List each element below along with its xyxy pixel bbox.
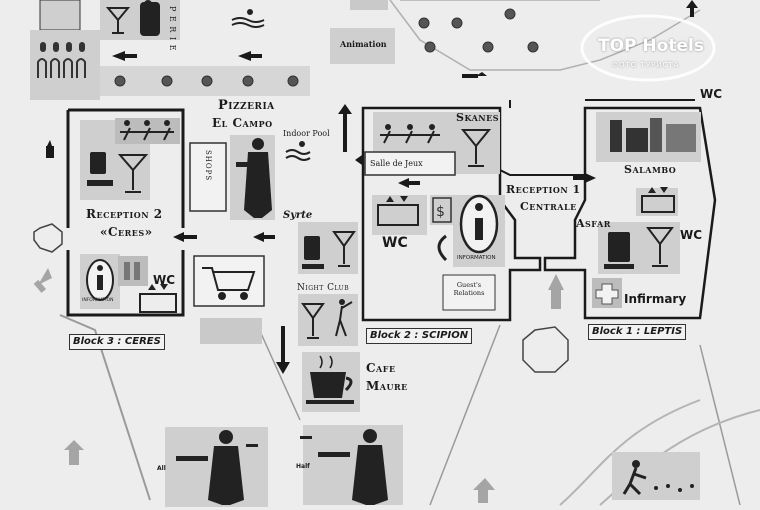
animation-label: Animation (340, 39, 387, 49)
wc-label-top: WC (700, 87, 723, 101)
shopping-cart-icon (202, 267, 256, 300)
cocktail-icon-asfar (646, 227, 674, 267)
waiter-icon-elcampo (236, 138, 272, 218)
cafe-label: Cafe (366, 361, 396, 375)
pool-outline (389, 0, 701, 71)
animation-box (330, 28, 395, 64)
waiter-icon-top (140, 0, 160, 36)
swimmer-icon (231, 9, 265, 28)
block1-tag: Block 1 : LEPTIS (588, 324, 687, 340)
guests-relations-label: Guest's Relations (446, 281, 492, 298)
wc-person-icon (124, 262, 140, 280)
salle-de-jeux-label: Salle de Jeux (370, 159, 423, 168)
shops-label: SHOPS (204, 150, 212, 182)
cocktail-icon-syrte (332, 231, 356, 267)
syrte-label: Syrte (283, 210, 313, 221)
waiter-icon-half (300, 429, 388, 505)
lift-icon-b1 (641, 187, 675, 213)
info-icon-b2 (459, 194, 499, 254)
block3-lower-wall (66, 250, 185, 317)
wc-label-ceres: WC (153, 273, 176, 287)
octagon-center (522, 326, 569, 373)
perie-label: P E R I E (168, 6, 177, 52)
guest-relations-outline (442, 274, 496, 311)
walkway-left-edge (59, 314, 151, 501)
svg-text:$: $ (436, 204, 445, 220)
salambo-building-icon (610, 118, 696, 152)
kids-icon-skanes (380, 124, 440, 144)
waiter-icon-all (176, 430, 258, 505)
block3-tag: Block 3 : CERES (69, 334, 165, 350)
beach-edge (559, 399, 701, 506)
pool-dots (418, 8, 539, 53)
maure-label: Maure (366, 379, 408, 393)
all-label: All (157, 465, 166, 472)
top-left-box (39, 0, 81, 31)
kids-icon-ceres (120, 120, 174, 141)
walkway-mid-right-edge (429, 324, 501, 506)
block2-tag: Block 2 : SCIPION (366, 328, 473, 344)
pizzeria-label: Pizzeria (218, 98, 275, 113)
block3-upper-wall (66, 108, 185, 228)
gray-arrows (33, 268, 564, 503)
half-label: Half (296, 463, 310, 470)
el-campo-label: El Campo (212, 116, 273, 130)
night-club-label: Night Club (297, 283, 350, 293)
walkway-right-edge (699, 344, 741, 506)
infirmary-cross-icon (595, 283, 619, 305)
top-right-up-arrows (686, 0, 698, 17)
shops-outline (189, 142, 227, 212)
black-arrows (46, 51, 596, 374)
info-icon-ceres (86, 259, 114, 301)
skanes-kids-box (373, 112, 453, 152)
coffee-icon-syrte (302, 236, 324, 269)
guests-relations-text: Guest's Relations (453, 281, 485, 298)
dollar-icon: $ (432, 197, 452, 223)
watermark-brand: TOP Hotels (598, 36, 704, 56)
cocktail-icon-skanes (460, 129, 492, 167)
block1-wall (543, 106, 717, 320)
salle-outline (364, 151, 456, 176)
reception1-label: Reception 1 (506, 183, 581, 196)
gray-panel-b3 (200, 318, 262, 344)
indoor-pool-label: Indoor Pool (283, 129, 330, 138)
cocktail-icon-top (105, 7, 131, 34)
indoor-pool-icon (285, 141, 311, 161)
lift-icon-ceres (139, 284, 177, 313)
coffee-icon-asfar (604, 232, 634, 269)
watermark-logo (580, 14, 716, 82)
cocktail-icon-nightclub (301, 303, 325, 339)
dancer-icon (335, 299, 353, 337)
wc-icon-box-ceres (118, 256, 148, 286)
wc-label-b1: WC (680, 228, 703, 242)
cocktail-icon-ceres (117, 154, 149, 193)
coffee-cup-icon-ceres (87, 152, 113, 186)
info-text-b2: INFORMATION (457, 255, 496, 261)
lift-icon-b2 (377, 196, 419, 226)
octagon-left (33, 223, 63, 253)
asfar-label: Asfar (576, 217, 611, 230)
walkway-dots (114, 75, 299, 87)
theatre-icon (37, 42, 86, 78)
ceres-label: «Ceres» (100, 225, 153, 239)
salambo-label: Salambo (624, 163, 677, 176)
top-gray-box (350, 0, 388, 10)
centrale-label: Centrale (520, 200, 577, 213)
shop-box (193, 255, 265, 307)
info-text-ceres: INFORMATION (82, 298, 114, 303)
wc-label-b2: WC (382, 235, 408, 251)
beach-walker-icon (622, 460, 694, 496)
walkway-mid-left-edge (254, 319, 301, 421)
phone-icon (437, 234, 448, 262)
reception2-label: Reception 2 (86, 207, 163, 221)
coffee-cup-icon-cafe (306, 355, 354, 404)
skanes-label: Skanes (456, 111, 499, 124)
infirmary-label: Infirmary (624, 292, 687, 306)
watermark-sub: ФОТО ТУРИСТА (612, 61, 680, 69)
